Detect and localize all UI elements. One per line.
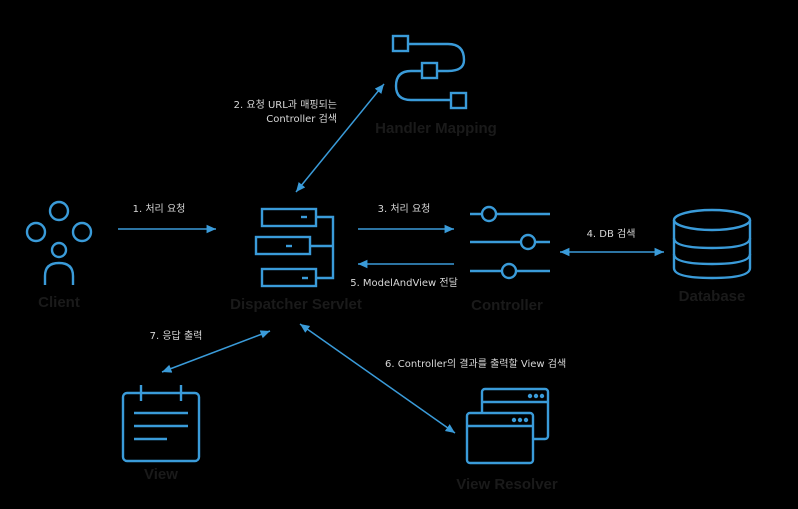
sliders-icon bbox=[470, 205, 550, 280]
server-stack-icon bbox=[254, 207, 335, 288]
people-network-icon bbox=[25, 200, 93, 285]
arrow-step6 bbox=[299, 323, 456, 434]
edge-label-step5: 5. ModelAndView 전달 bbox=[350, 277, 458, 289]
edge-label-step2-line1: 2. 요청 URL과 매핑되는 bbox=[234, 99, 337, 111]
edge-label-step7: 7. 응답 출력 bbox=[150, 330, 203, 342]
controller-label: Controller bbox=[471, 297, 543, 314]
dispatcher-label: Dispatcher Servlet bbox=[230, 296, 362, 313]
arrow-step2 bbox=[295, 83, 385, 193]
edge-label-step3: 3. 처리 요청 bbox=[378, 203, 431, 215]
view-resolver-label: View Resolver bbox=[456, 476, 558, 493]
notepad-icon bbox=[121, 385, 201, 463]
edge-label-step1: 1. 처리 요청 bbox=[133, 203, 186, 215]
view-label: View bbox=[144, 466, 178, 483]
edge-label-step2-line2: Controller 검색 bbox=[266, 113, 337, 125]
route-map-icon bbox=[391, 34, 468, 110]
edge-label-step6: 6. Controller의 결과를 출력할 View 검색 bbox=[385, 358, 566, 370]
database-label: Database bbox=[679, 288, 746, 305]
windows-icon bbox=[465, 387, 550, 465]
client-label: Client bbox=[38, 294, 80, 311]
edge-label-step4: 4. DB 검색 bbox=[587, 228, 636, 240]
database-icon bbox=[672, 208, 752, 280]
handler-mapping-label: Handler Mapping bbox=[375, 120, 497, 137]
arrow-step7 bbox=[161, 330, 271, 373]
